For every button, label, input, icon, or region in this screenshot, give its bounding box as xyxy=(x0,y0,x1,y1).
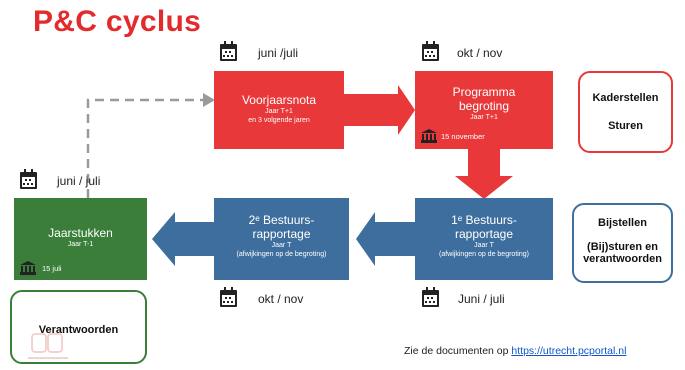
period-bestuur1: Juni / juli xyxy=(458,292,505,306)
bestuur2-title2: rapportage xyxy=(252,227,311,241)
box-voorjaarsnota: Voorjaarsnota Jaar T+1 en 3 volgende jar… xyxy=(214,71,344,149)
utrecht-logo-watermark xyxy=(28,333,68,359)
bestuur1-title1: 1ᵉ Bestuurs- xyxy=(451,213,517,227)
period-voorjaarsnota: juni /juli xyxy=(258,46,299,60)
calendar-icon xyxy=(20,169,37,189)
begroting-sub1: Jaar T+1 xyxy=(470,114,498,121)
voorjaarsnota-sub2: en 3 volgende jaren xyxy=(248,117,310,124)
jaarstukken-title: Jaarstukken xyxy=(48,226,113,240)
arrow-bestuur2-to-jaarstukken xyxy=(152,212,215,266)
bestuur1-sub1: Jaar T xyxy=(474,242,494,249)
verantwoorden-green-label: Verantwoorden xyxy=(38,324,119,336)
bestuur2-title1: 2ᵉ Bestuurs- xyxy=(248,213,315,227)
dashed-connector xyxy=(86,98,205,198)
period-programmabegroting: okt / nov xyxy=(457,46,503,60)
jaarstukken-date: 15 juli xyxy=(42,264,62,273)
bestuur1-sub2: (afwijkingen op de begroting) xyxy=(439,251,529,258)
bank-icon xyxy=(20,261,36,275)
page-title: P&C cyclus xyxy=(33,5,202,38)
bijstellen-label: Bijstellen xyxy=(598,217,647,229)
period-bestuur2: okt / nov xyxy=(258,292,304,306)
box-bestuurs-rapportage-1: 1ᵉ Bestuurs- rapportage Jaar T (afwijkin… xyxy=(415,198,553,280)
calendar-icon xyxy=(220,287,237,307)
begroting-title2: begroting xyxy=(458,99,510,113)
bank-icon xyxy=(421,129,437,143)
dashed-arrowhead xyxy=(203,93,215,107)
box-programma-begroting: Programma begroting Jaar T+1 15 november xyxy=(415,71,553,149)
box-jaarstukken: Jaarstukken Jaar T-1 15 juli xyxy=(14,198,147,280)
begroting-title1: Programma xyxy=(452,85,516,99)
arrow-bestuur1-to-bestuur2 xyxy=(356,212,415,266)
bestuur2-sub2: (afwijkingen op de begroting) xyxy=(236,251,327,258)
bestuur2-sub1: Jaar T xyxy=(271,242,292,249)
bestuur1-title2: rapportage xyxy=(454,227,514,241)
voorjaarsnota-sub1: Jaar T+1 xyxy=(265,108,293,115)
verantwoorden-label: verantwoorden xyxy=(583,253,662,265)
arrow-voorjaarsnota-to-begroting xyxy=(343,85,415,135)
sturen-label: Sturen xyxy=(608,120,643,132)
calendar-icon xyxy=(422,287,439,307)
calendar-icon xyxy=(220,41,237,61)
period-jaarstukken: juni / juli xyxy=(57,174,101,188)
kaderstellen-label: Kaderstellen xyxy=(592,92,659,104)
side-box-bijstellen: Bijstellen (Bij)sturen en verantwoorden xyxy=(572,203,673,283)
jaarstukken-sub1: Jaar T-1 xyxy=(67,241,94,248)
box-bestuurs-rapportage-2: 2ᵉ Bestuurs- rapportage Jaar T (afwijkin… xyxy=(214,198,349,280)
voorjaarsnota-title: Voorjaarsnota xyxy=(241,93,317,107)
arrow-begroting-to-bestuur1 xyxy=(455,148,513,199)
bijsturen-label: (Bij)sturen en xyxy=(587,241,658,253)
footer-text: Zie de documenten op xyxy=(404,345,509,357)
pcportal-link[interactable]: https://utrecht.pcportal.nl xyxy=(511,345,627,357)
footer-note: Zie de documenten op https://utrecht.pcp… xyxy=(404,345,626,357)
side-box-kaderstellen: Kaderstellen Sturen xyxy=(578,71,673,153)
calendar-icon xyxy=(422,41,439,61)
begroting-date: 15 november xyxy=(441,132,485,141)
